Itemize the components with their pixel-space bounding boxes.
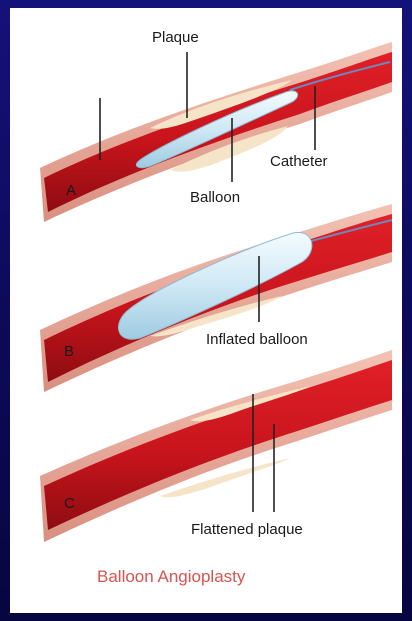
vessel-b: B bbox=[40, 204, 392, 392]
label-plaque: Plaque bbox=[152, 29, 199, 46]
panel-label-c: C bbox=[64, 495, 75, 512]
panel-label-a: A bbox=[66, 182, 76, 199]
angioplasty-diagram: A B C Plaque Catheter Balloon Inflated b… bbox=[10, 8, 402, 613]
label-inflated-balloon: Inflated balloon bbox=[206, 331, 308, 348]
diagram-panel: A B C Plaque Catheter Balloon Inflated b… bbox=[10, 8, 402, 613]
lumen-c bbox=[44, 360, 392, 530]
panel-label-b: B bbox=[64, 343, 74, 360]
label-flattened-plaque: Flattened plaque bbox=[191, 521, 303, 538]
label-catheter: Catheter bbox=[270, 153, 328, 170]
vessel-c: C bbox=[40, 350, 392, 542]
label-balloon: Balloon bbox=[190, 189, 240, 206]
caption: Balloon Angioplasty bbox=[97, 567, 246, 586]
